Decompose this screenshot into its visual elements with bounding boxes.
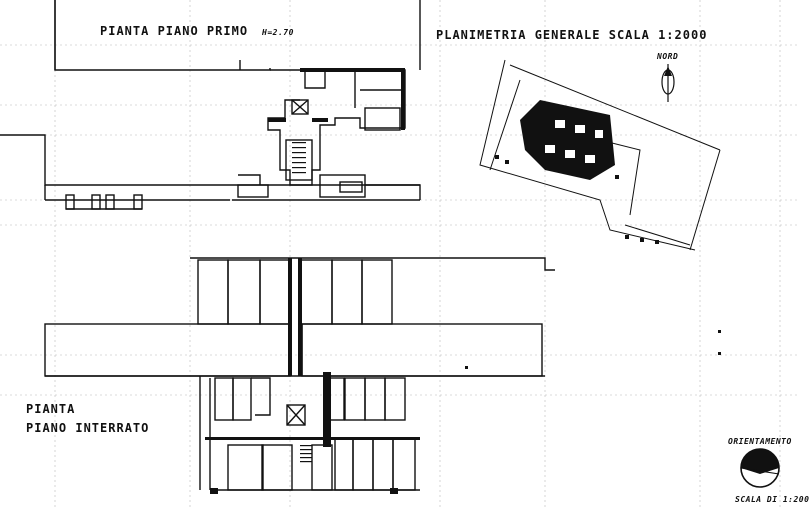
basement-title-line2: PIANO INTERRATO — [26, 421, 150, 435]
basement-title-line1: PIANTA — [26, 402, 76, 416]
scale-label: SCALA DI 1:200 — [735, 495, 809, 504]
orientation-label: ORIENTAMENTO — [728, 437, 792, 446]
north-label: NORD — [657, 52, 679, 61]
first-floor-title: PIANTA PIANO PRIMO — [100, 24, 249, 38]
first-floor-height: H=2.70 — [262, 28, 294, 37]
site-plan-title: PLANIMETRIA GENERALE SCALA 1:2000 — [436, 28, 708, 42]
